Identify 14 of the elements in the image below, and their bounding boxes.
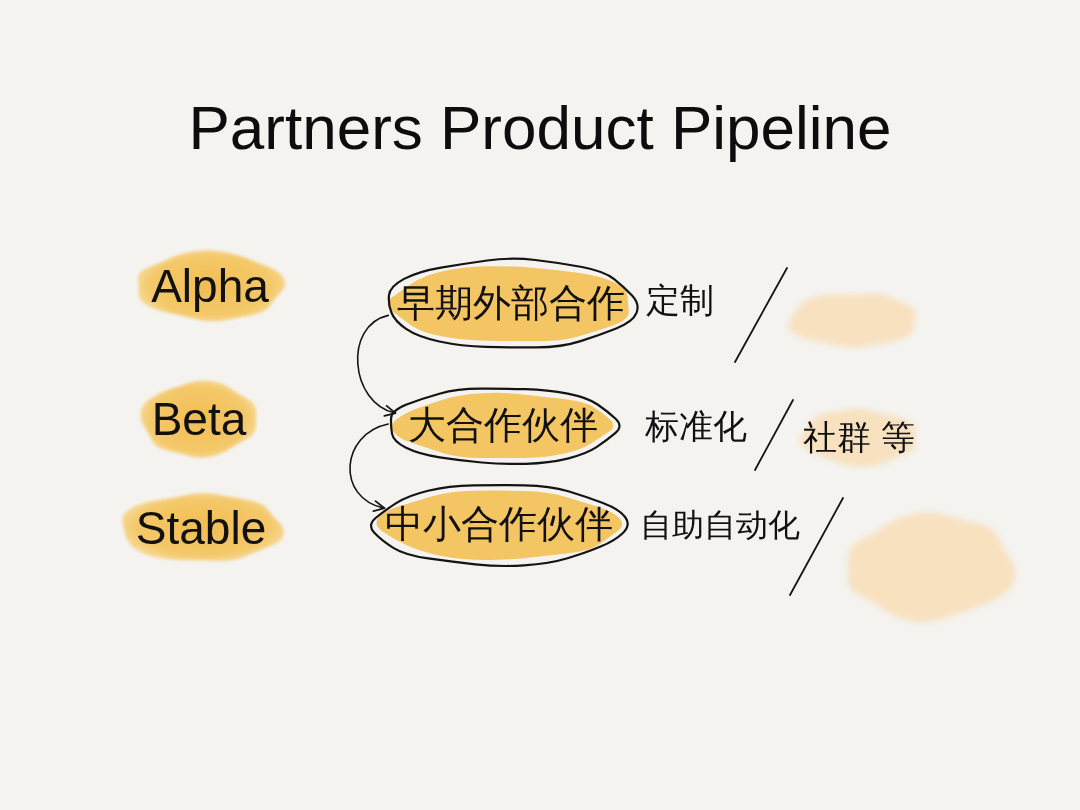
node-label: 中小合作伙伴: [385, 504, 613, 546]
node-label: Beta: [151, 393, 247, 445]
outlined-oval: [368, 481, 630, 569]
annotation-text: 定制: [646, 282, 714, 320]
annotation-text: 自助自动化: [640, 508, 800, 544]
node-label: 早期外部合作: [397, 283, 625, 325]
curved-arrow: [349, 423, 389, 511]
node-label: 社群 等: [802, 418, 916, 457]
curved-arrow: [357, 314, 397, 416]
node-label: 大合作伙伴: [408, 405, 598, 447]
annotation-text: 标准化: [645, 408, 747, 446]
node-label: Alpha: [151, 260, 269, 312]
title: Partners Product Pipeline: [188, 92, 892, 164]
node-label: Stable: [135, 502, 267, 554]
